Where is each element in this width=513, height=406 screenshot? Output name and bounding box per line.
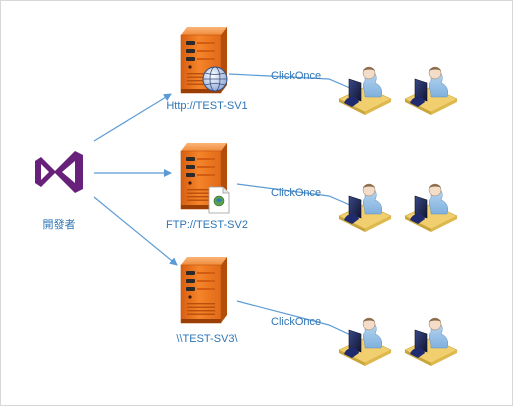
user-workstation-icon (404, 317, 458, 366)
server-sv1-label: Http://TEST-SV1 (166, 100, 247, 112)
user-workstation-icon (404, 183, 458, 232)
developer-to-server-sv3-arrow (93, 196, 178, 266)
label-layer: 開發者Http://TEST-SV1ClickOnceFTP://TEST-SV… (43, 70, 322, 345)
node-layer (35, 27, 458, 366)
server-sv2 (180, 143, 230, 214)
server-sv3-label: \\TEST-SV3\ (176, 333, 238, 345)
server-sv1-clickonce-label: ClickOnce (271, 70, 321, 82)
badge (202, 66, 228, 92)
server-sv2-client-1 (338, 183, 392, 232)
user-workstation-icon (338, 183, 392, 232)
globe-badge-icon (202, 66, 228, 92)
server-tower-icon (180, 257, 227, 324)
user-workstation-icon (338, 317, 392, 366)
server-sv2-to-clients-arrow (236, 183, 358, 209)
server-sv1-to-clients-arrow (228, 73, 358, 92)
user-workstation-icon (338, 66, 392, 115)
server-sv3-clickonce-label: ClickOnce (271, 316, 321, 328)
developer-to-server-sv1-arrow (93, 93, 172, 142)
server-sv1-client-2 (404, 66, 458, 115)
server-sv3-client-1 (338, 317, 392, 366)
server-tower-icon (180, 27, 227, 94)
visual-studio-logo-icon (35, 151, 83, 193)
server-sv2-clickonce-label: ClickOnce (271, 187, 321, 199)
developer-node (35, 151, 83, 193)
server-sv3-client-2 (404, 317, 458, 366)
arrow-layer (93, 73, 358, 339)
server-sv2-client-2 (404, 183, 458, 232)
badge (208, 186, 230, 214)
user-workstation-icon (404, 66, 458, 115)
server-tower-icon (180, 143, 227, 210)
server-sv2-label: FTP://TEST-SV2 (166, 219, 248, 231)
server-sv1-client-1 (338, 66, 392, 115)
server-sv1 (180, 27, 228, 94)
ftp-document-badge-icon (208, 186, 230, 214)
server-sv3 (180, 257, 227, 324)
developer-label: 開發者 (43, 217, 76, 231)
server-sv3-to-clients-arrow (236, 300, 358, 339)
